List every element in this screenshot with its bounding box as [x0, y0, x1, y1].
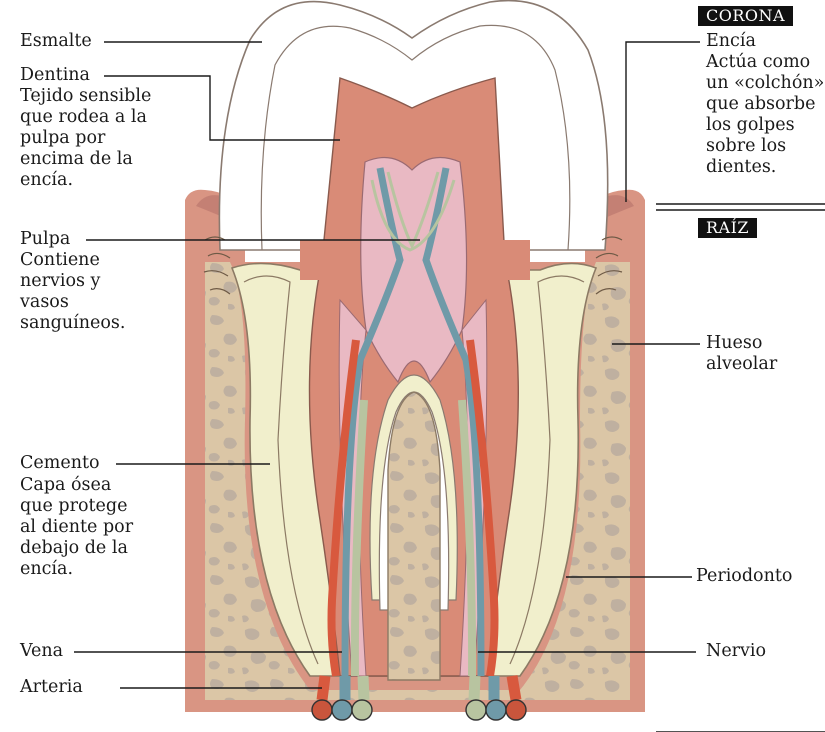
- hueso-line: Hueso: [706, 333, 777, 354]
- dentina-desc-line: Tejido sensible: [20, 86, 151, 107]
- cemento-desc-line: Capa ósea: [20, 475, 133, 496]
- label-arteria: Arteria: [20, 677, 83, 698]
- pulpa-desc-line: sanguíneos.: [20, 313, 125, 334]
- encia-desc-line: dientes.: [706, 157, 824, 178]
- dentina-desc-line: que rodea a la: [20, 107, 151, 128]
- cemento-desc-line: que protege: [20, 496, 133, 517]
- dentina-desc-line: pulpa por: [20, 128, 151, 149]
- hueso-label: Hueso alveolar: [706, 333, 777, 375]
- leader-encia: [626, 42, 700, 202]
- encia-desc-line: Actúa como: [706, 52, 824, 73]
- pulpa-desc-line: Contiene: [20, 250, 125, 271]
- label-cemento: Cemento: [20, 453, 100, 474]
- pulpa-desc-line: nervios y: [20, 271, 125, 292]
- encia-desc-line: un «colchón»: [706, 73, 824, 94]
- encia-desc-line: sobre los: [706, 136, 824, 157]
- encia-desc-line: los golpes: [706, 115, 824, 136]
- label-vena: Vena: [20, 641, 63, 662]
- pulpa-desc-line: vasos: [20, 292, 125, 313]
- cemento-desc-line: al diente por: [20, 517, 133, 538]
- label-dentina: Dentina: [20, 65, 90, 86]
- dentina-desc-line: encima de la: [20, 149, 151, 170]
- section-badge-raiz: RAÍZ: [698, 218, 757, 238]
- divider-top: [656, 204, 825, 210]
- label-esmalte: Esmalte: [20, 31, 92, 52]
- cemento-description: Capa ósea que protege al diente por deba…: [20, 475, 133, 580]
- dentina-description: Tejido sensible que rodea a la pulpa por…: [20, 86, 151, 191]
- label-nervio: Nervio: [706, 641, 766, 662]
- dentina-desc-line: encía.: [20, 170, 151, 191]
- label-pulpa: Pulpa: [20, 229, 70, 250]
- encia-description: Actúa como un «colchón» que absorbe los …: [706, 52, 824, 178]
- label-encia: Encía: [706, 31, 756, 52]
- section-badge-corona: CORONA: [698, 6, 793, 26]
- cemento-desc-line: encía.: [20, 559, 133, 580]
- pulpa-description: Contiene nervios y vasos sanguíneos.: [20, 250, 125, 334]
- cemento-desc-line: debajo de la: [20, 538, 133, 559]
- label-periodonto: Periodonto: [696, 566, 792, 587]
- hueso-line: alveolar: [706, 354, 777, 375]
- encia-desc-line: que absorbe: [706, 94, 824, 115]
